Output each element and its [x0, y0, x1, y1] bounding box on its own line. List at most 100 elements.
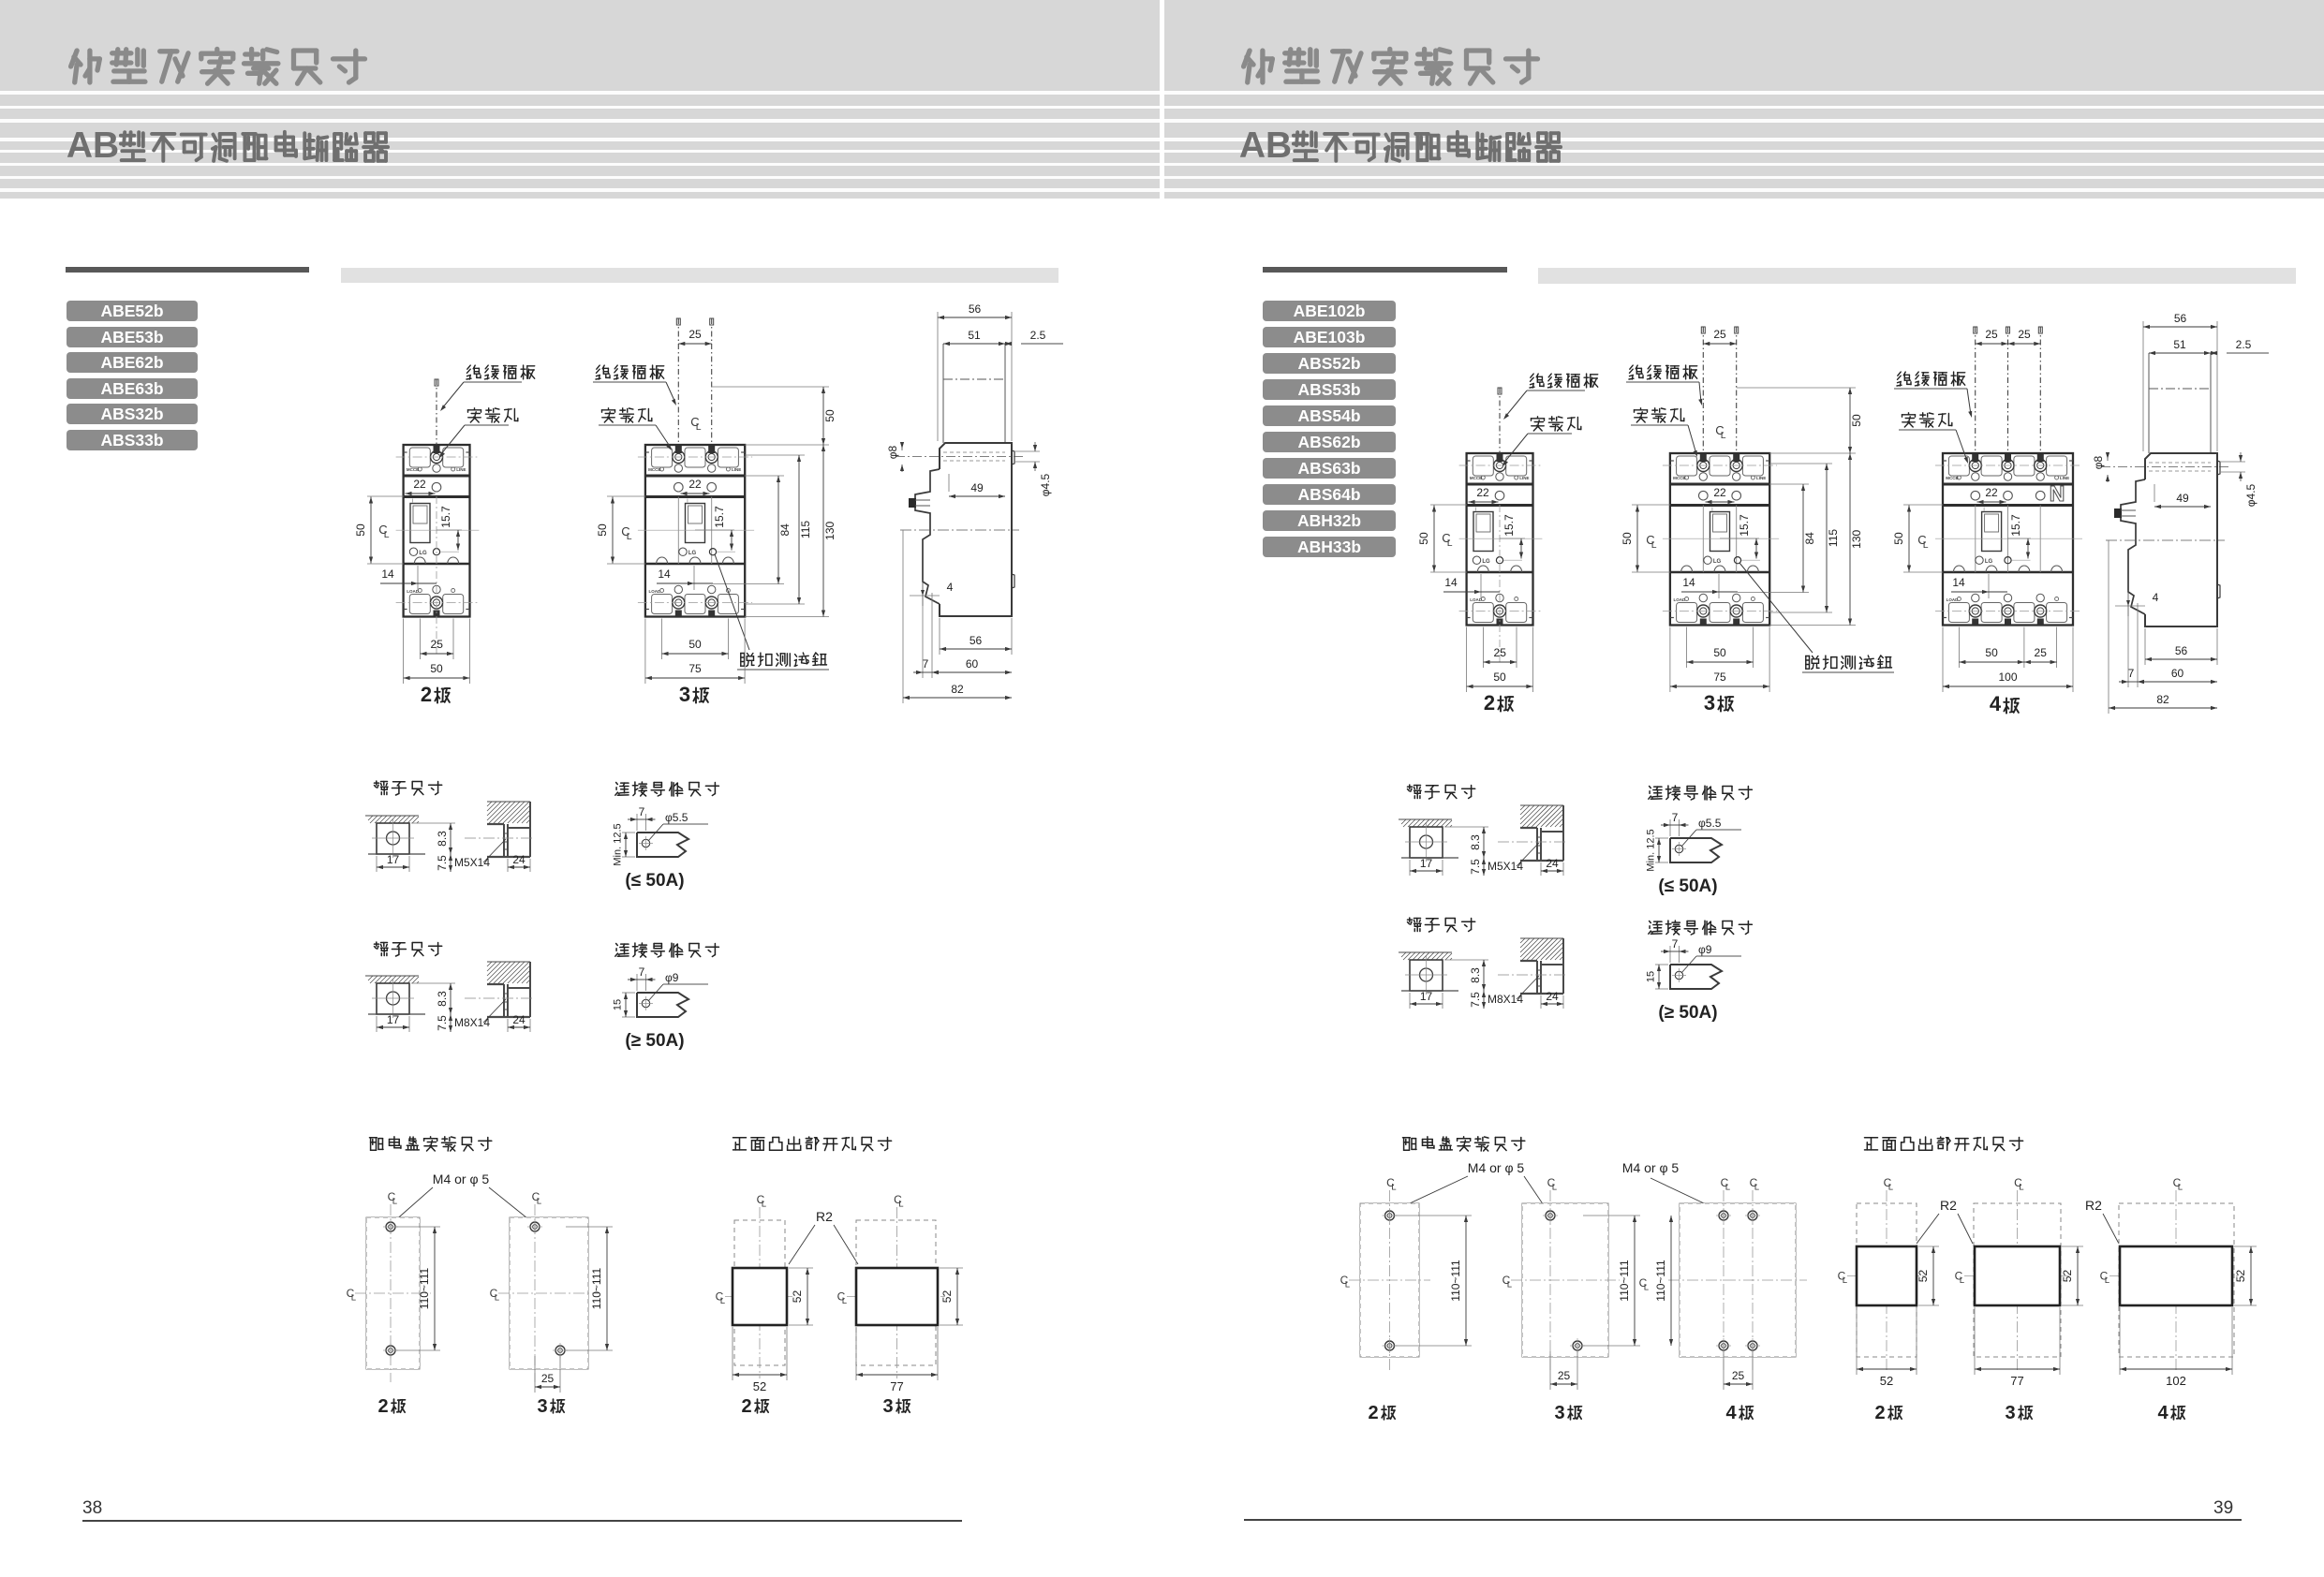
svg-text:110~111: 110~111	[1654, 1260, 1667, 1302]
svg-text:52: 52	[791, 1290, 804, 1304]
svg-text:15: 15	[613, 999, 624, 1010]
svg-text:L: L	[1888, 1183, 1894, 1193]
svg-text:25: 25	[541, 1372, 555, 1385]
svg-text:(≤ 50A): (≤ 50A)	[1658, 877, 1717, 896]
svg-text:130: 130	[823, 521, 836, 539]
svg-text:50: 50	[596, 523, 609, 537]
svg-text:4: 4	[1725, 1403, 1737, 1423]
svg-text:56: 56	[969, 302, 982, 316]
svg-text:8.3: 8.3	[436, 991, 449, 1007]
svg-text:2.5: 2.5	[1030, 329, 1046, 342]
svg-text:LINE: LINE	[732, 467, 741, 472]
svg-text:LINE: LINE	[456, 467, 466, 472]
svg-text:L: L	[1960, 1275, 1965, 1286]
svg-text:L: L	[2105, 1275, 2110, 1286]
svg-text:110~111: 110~111	[418, 1267, 431, 1309]
svg-text:49: 49	[970, 481, 984, 494]
svg-text:L: L	[1754, 1183, 1760, 1193]
svg-text:C: C	[347, 1287, 355, 1300]
svg-text:2: 2	[421, 683, 432, 706]
svg-text:7: 7	[639, 965, 645, 979]
svg-text:8.3: 8.3	[1469, 834, 1482, 850]
svg-text:22: 22	[688, 478, 702, 491]
svg-text:LG: LG	[688, 551, 697, 556]
svg-text:M8X14: M8X14	[1488, 993, 1523, 1006]
svg-text:AB: AB	[67, 125, 119, 166]
svg-text:51: 51	[968, 329, 981, 342]
svg-text:φ9: φ9	[665, 971, 679, 984]
svg-text:75: 75	[1713, 671, 1726, 684]
svg-text:14: 14	[1444, 576, 1458, 589]
svg-text:56: 56	[2174, 312, 2187, 325]
svg-text:22: 22	[1476, 486, 1489, 499]
svg-text:N: N	[2050, 481, 2065, 506]
svg-text:LOAD: LOAD	[1674, 597, 1686, 602]
svg-text:110~111: 110~111	[1618, 1260, 1631, 1302]
svg-text:4: 4	[2157, 1403, 2169, 1423]
svg-text:(≤ 50A): (≤ 50A)	[625, 871, 684, 891]
svg-text:82: 82	[2156, 693, 2169, 706]
svg-text:C: C	[1715, 423, 1724, 437]
svg-text:15.7: 15.7	[439, 506, 452, 528]
svg-text:51: 51	[2173, 338, 2186, 351]
svg-text:(≥ 50A): (≥ 50A)	[625, 1031, 684, 1051]
svg-text:4: 4	[947, 581, 954, 594]
svg-text:φ8: φ8	[2092, 455, 2105, 469]
svg-text:C: C	[757, 1193, 765, 1206]
svg-text:25: 25	[1732, 1369, 1745, 1382]
svg-text:φ9: φ9	[1698, 943, 1712, 956]
svg-text:C: C	[1884, 1176, 1892, 1189]
svg-text:L: L	[1923, 540, 1929, 551]
svg-text:15: 15	[1646, 971, 1657, 982]
svg-text:24: 24	[1546, 990, 1559, 1003]
svg-text:φ5.5: φ5.5	[665, 811, 688, 824]
svg-text:C: C	[2173, 1176, 2182, 1189]
svg-text:C: C	[1502, 1274, 1511, 1287]
svg-text:2: 2	[1368, 1403, 1378, 1423]
svg-text:C: C	[1721, 1176, 1729, 1189]
svg-text:3: 3	[1554, 1403, 1564, 1423]
svg-text:C: C	[1955, 1270, 1963, 1283]
svg-text:L: L	[1644, 1283, 1650, 1293]
svg-text:C: C	[716, 1290, 724, 1304]
svg-text:7: 7	[1672, 937, 1679, 951]
svg-text:15.7: 15.7	[1502, 514, 1516, 537]
svg-text:100: 100	[1998, 671, 2017, 684]
svg-text:LG: LG	[419, 551, 427, 556]
svg-text:C: C	[532, 1190, 540, 1203]
svg-text:7.5: 7.5	[1469, 859, 1482, 875]
svg-text:L: L	[392, 1197, 398, 1207]
svg-text:15.7: 15.7	[2009, 514, 2022, 537]
svg-text:L: L	[1447, 538, 1453, 549]
svg-text:14: 14	[1682, 576, 1695, 589]
svg-text:C: C	[1646, 533, 1654, 547]
svg-text:7.5: 7.5	[1469, 992, 1482, 1008]
svg-text:25: 25	[1713, 328, 1726, 341]
svg-text:50: 50	[1417, 532, 1430, 545]
svg-text:LINE: LINE	[1519, 476, 1529, 480]
svg-text:24: 24	[1546, 857, 1559, 870]
svg-text:84: 84	[1803, 532, 1816, 545]
svg-text:15.7: 15.7	[1738, 514, 1751, 537]
svg-text:14: 14	[1952, 576, 1965, 589]
svg-text:17: 17	[387, 1013, 400, 1026]
svg-text:25: 25	[1558, 1369, 1571, 1382]
svg-text:110~111: 110~111	[1449, 1260, 1462, 1302]
svg-text:LOAD: LOAD	[649, 589, 661, 594]
svg-text:MCCB: MCCB	[648, 467, 661, 472]
svg-text:L: L	[1507, 1280, 1513, 1290]
svg-text:3: 3	[537, 1396, 547, 1417]
svg-text:L: L	[1843, 1275, 1848, 1286]
svg-text:25: 25	[2035, 646, 2048, 659]
svg-text:17: 17	[1420, 990, 1433, 1003]
svg-text:8.3: 8.3	[1469, 967, 1482, 983]
svg-text:50: 50	[688, 638, 702, 651]
svg-text:MCCB: MCCB	[1673, 476, 1686, 480]
svg-text:L: L	[351, 1293, 357, 1304]
svg-text:C: C	[2100, 1270, 2109, 1283]
svg-text:25: 25	[1985, 328, 1998, 341]
svg-text:2.5: 2.5	[2236, 338, 2252, 351]
svg-text:C: C	[388, 1190, 396, 1203]
svg-text:AB: AB	[1239, 125, 1292, 166]
svg-text:L: L	[627, 532, 632, 542]
